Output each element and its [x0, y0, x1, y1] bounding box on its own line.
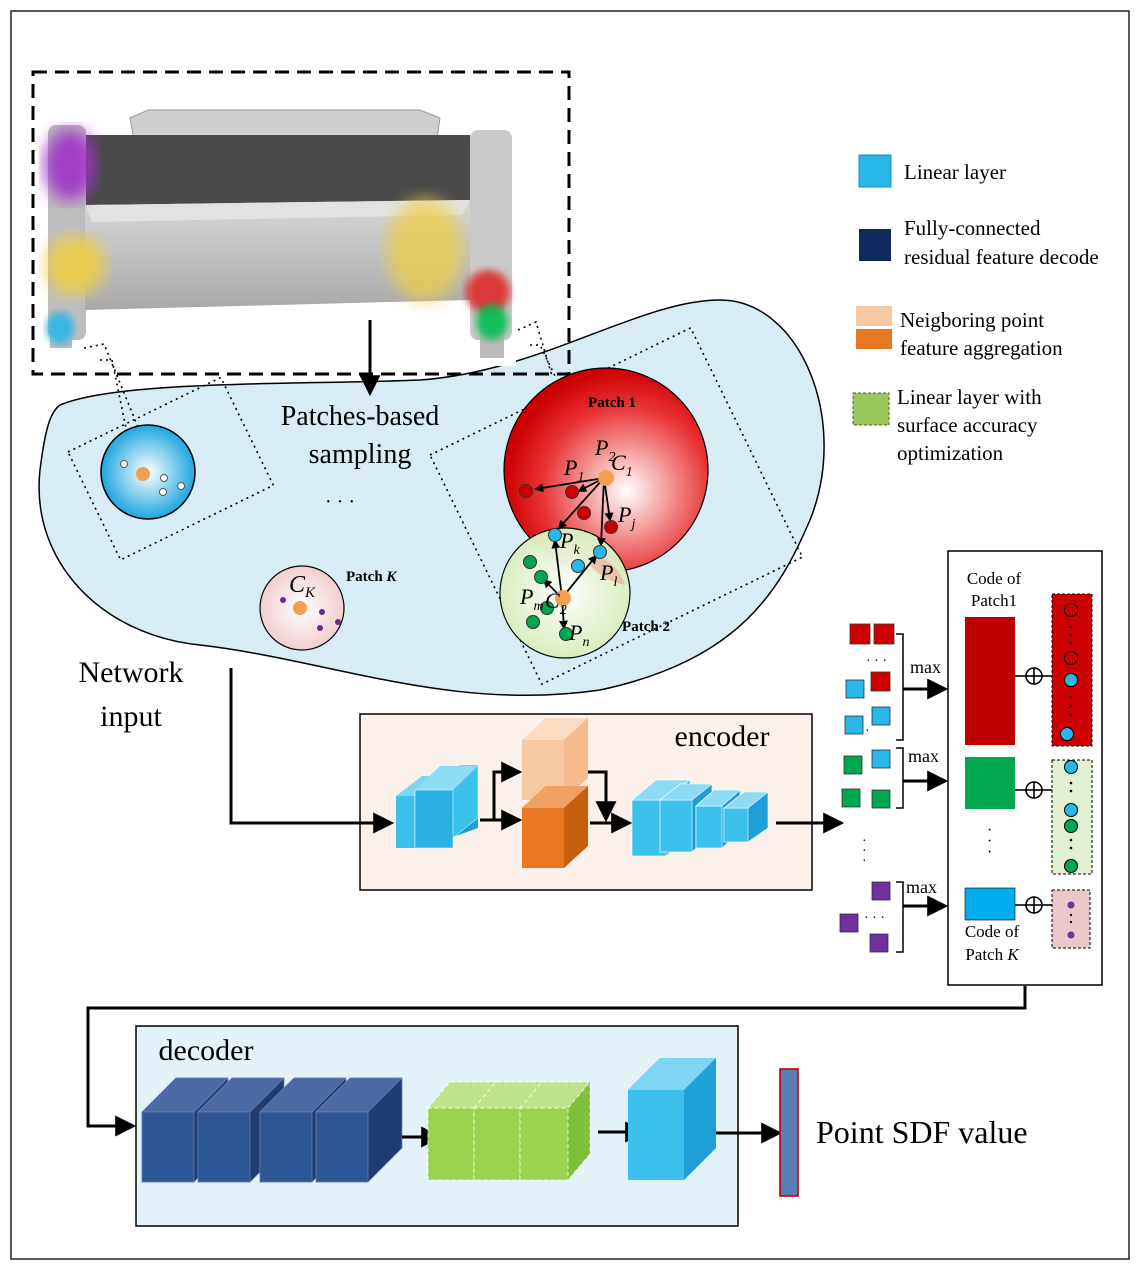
legend-accuracy-label-2: surface accuracy — [897, 413, 1038, 437]
ellipsis: · · · — [325, 491, 355, 513]
legend-linear-swatch — [858, 154, 892, 188]
code-patch1-block — [965, 617, 1015, 745]
network-input-label-2: input — [100, 700, 162, 733]
encoder-aggregation-blocks — [522, 718, 588, 868]
legend-fc-label-2: residual feature decode — [904, 245, 1099, 269]
patch-blue — [100, 424, 196, 520]
max-label-2: max — [908, 746, 939, 766]
input-to-encoder-arrow — [229, 668, 395, 834]
label-pl: Pl — [599, 560, 617, 590]
code-patchk-label-2: Patch K — [965, 945, 1020, 964]
label-c2: C2 — [545, 588, 567, 618]
code-vertical-dots: · — [987, 822, 992, 839]
patch1-points-column — [1051, 593, 1093, 747]
label-p1: P1 — [563, 455, 584, 485]
max-pool-brackets — [896, 633, 904, 953]
legend-aggregation-swatch-light — [856, 306, 892, 326]
point-sdf-value-label: Point SDF value — [816, 1114, 1028, 1150]
encoder-linear-block-1 — [396, 764, 479, 849]
patches-sampling-label-2: sampling — [309, 439, 412, 470]
encoder-arrows — [480, 761, 845, 834]
svg-text:·: · — [862, 854, 867, 869]
feature-dots: · · · · · · · · · · — [862, 654, 887, 926]
label-c1: C1 — [611, 450, 633, 480]
patch-1-label: Patch 1 — [588, 395, 636, 411]
encoder-layers — [396, 718, 845, 868]
legend-aggregation-label-1: Neigboring point — [900, 308, 1044, 332]
patches-sampling-label-1: Patches-based — [281, 401, 440, 432]
code-to-decoder-arrow — [86, 986, 1027, 1137]
code-patch1-label-1: Code of — [967, 569, 1022, 588]
patch2-points-column — [1051, 759, 1093, 875]
svg-text:·: · — [862, 844, 867, 859]
legend: Linear layer Fully-connected residual fe… — [852, 154, 1099, 465]
encoder-linear-stack — [631, 779, 769, 857]
legend-linear-label: Linear layer — [904, 160, 1006, 184]
label-pk: Pk — [559, 528, 580, 558]
patch-k-label: Patch K — [346, 569, 397, 585]
decoder-accuracy-blocks — [427, 1081, 591, 1181]
legend-aggregation-swatch-dark — [856, 329, 892, 349]
label-pn: Pn — [568, 620, 589, 650]
legend-fc-swatch — [859, 229, 891, 261]
patch-2-points — [523, 528, 607, 641]
code-vertical-dots-2: · — [987, 833, 992, 850]
svg-text:·: · — [865, 724, 870, 739]
max-label-1: max — [910, 657, 941, 677]
code-patchk-block — [964, 887, 1016, 921]
patch-k — [259, 565, 345, 651]
code-patch1-label-2: Patch1 — [971, 591, 1017, 610]
sofa-image-frame — [31, 70, 571, 376]
svg-text:·: · — [862, 834, 867, 849]
point-labels: P1 P2 C1 Pj Pk Pl Pm C2 Pn — [519, 435, 635, 650]
max-label-3: max — [906, 877, 937, 897]
legend-accuracy-swatch — [852, 392, 890, 426]
network-input-label-1: Network — [79, 656, 184, 689]
sofa-point-cloud-image — [38, 92, 516, 366]
decoder-label: decoder — [159, 1034, 254, 1067]
patch-k-ck-label: CK — [289, 572, 316, 601]
patch-2-label: Patch 2 — [622, 619, 670, 635]
concat-symbols — [1015, 667, 1052, 914]
code-patchk-label-1: Code of — [965, 922, 1020, 941]
legend-aggregation-label-2: feature aggregation — [900, 336, 1063, 360]
legend-accuracy-label-3: optimization — [897, 441, 1004, 465]
label-pm: Pm — [519, 584, 544, 614]
legend-fc-label-1: Fully-connected — [904, 216, 1041, 240]
patchk-points-column — [1051, 889, 1091, 949]
code-patch2-block — [965, 757, 1015, 809]
label-p2: P2 — [594, 435, 615, 465]
svg-text:· · ·: · · · — [864, 911, 885, 926]
sdf-output-bar — [779, 1068, 799, 1197]
decoder-fc-blocks — [141, 1077, 403, 1183]
label-pj: Pj — [617, 502, 635, 532]
encoder-label: encoder — [675, 720, 770, 753]
code-vertical-dots-3: · — [987, 844, 992, 861]
max-pool-arrows — [903, 678, 949, 917]
decoder-linear-block — [628, 1058, 716, 1180]
svg-text:· · ·: · · · — [866, 654, 887, 669]
patch-1-points — [519, 470, 618, 534]
legend-accuracy-label-1: Linear layer with — [897, 385, 1042, 409]
patch-feature-squares — [839, 623, 895, 953]
